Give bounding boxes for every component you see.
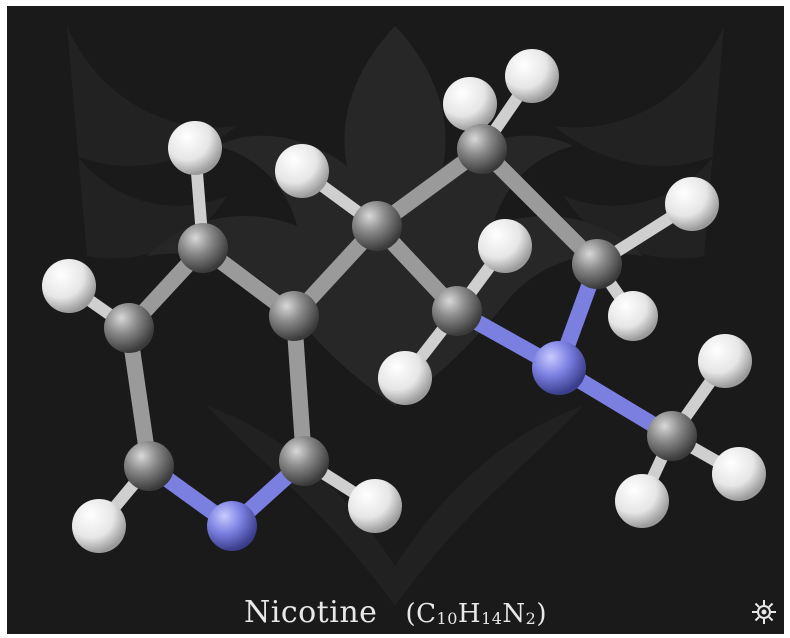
formula-count-h: 14 [481,609,503,628]
atoms [42,49,766,553]
gear-emblem-icon [752,600,776,624]
molecular-formula: (C10H14N2) [405,599,548,629]
molecule-name: Nicotine [243,595,378,630]
formula-count-c: 10 [436,609,458,628]
image-frame: Nicotine (C10H14N2) [7,6,784,634]
formula-count-n: 2 [525,609,537,628]
formula-element-n: N [502,599,526,629]
formula-element-c: C [416,599,437,629]
formula-element-h: H [457,599,482,629]
molecule-caption: Nicotine (C10H14N2) [7,595,784,630]
nicotine-molecule-model [42,49,766,553]
